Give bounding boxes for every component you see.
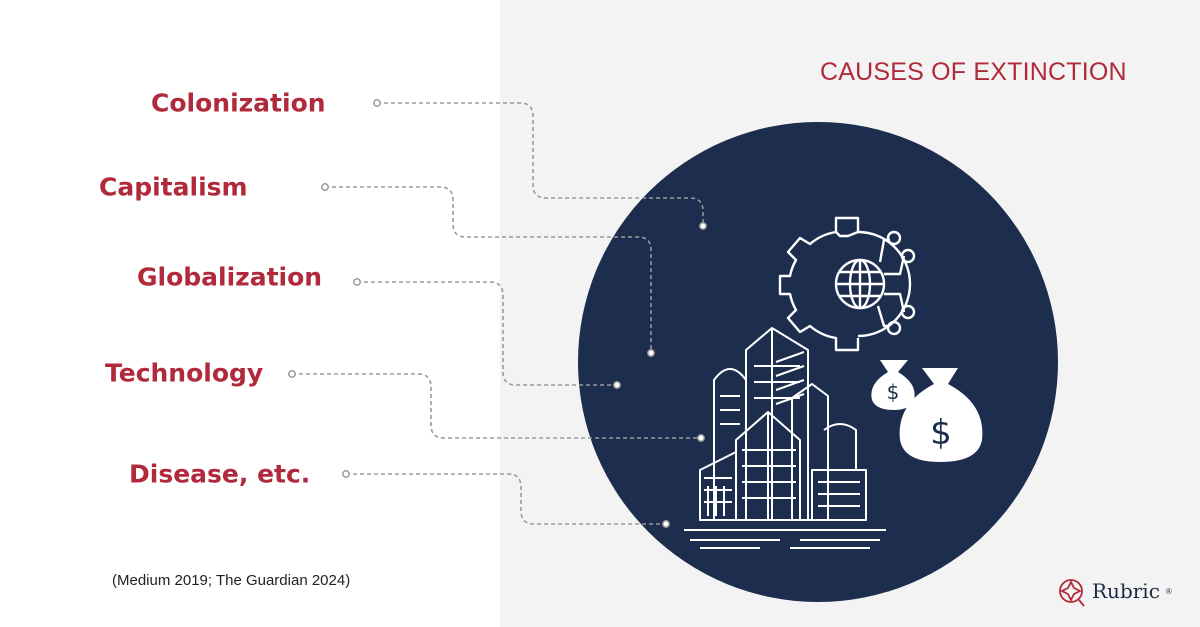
connector-capitalism xyxy=(325,186,652,352)
connector-colonization xyxy=(377,102,704,225)
brand-registered: ® xyxy=(1165,586,1172,596)
rubric-logo-icon xyxy=(1059,579,1085,607)
brand-name: Rubric xyxy=(1092,579,1160,603)
cause-globalization: Globalization xyxy=(137,262,323,292)
diagram-title: CAUSES OF EXTINCTION xyxy=(820,58,1127,86)
brand: Rubric ® xyxy=(1058,574,1172,608)
connector-dots xyxy=(288,99,707,528)
large-bag-dollar: $ xyxy=(930,413,952,453)
small-bag-dollar: $ xyxy=(887,380,900,404)
illustration-circle xyxy=(578,122,1058,602)
connector-globalization xyxy=(357,281,616,386)
cause-colonization: Colonization xyxy=(151,88,326,118)
citation: (Medium 2019; The Guardian 2024) xyxy=(112,572,351,589)
cause-capitalism: Capitalism xyxy=(99,172,248,202)
cause-technology: Technology xyxy=(105,358,264,388)
city-buildings-icon xyxy=(684,327,886,549)
connectors xyxy=(292,102,704,525)
left-panel xyxy=(0,0,500,627)
cause-disease: Disease, etc. xyxy=(129,459,311,489)
gear-globe-circuit-icon xyxy=(778,216,916,352)
money-bag-icon xyxy=(871,360,983,462)
